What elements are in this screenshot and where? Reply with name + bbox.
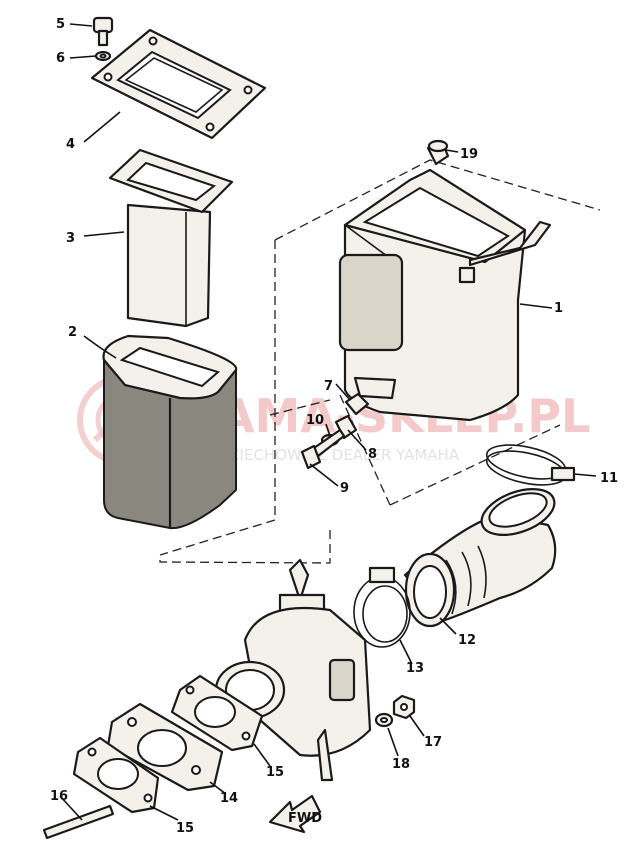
part-18-washer — [374, 712, 394, 728]
callout-6: 6 — [56, 51, 65, 66]
part-12-intake-joint — [403, 488, 557, 628]
leader-lines — [59, 23, 597, 821]
watermark-subtitle: WOJCIECHOWICZ DEALER YAMAHA — [198, 446, 460, 464]
callout-14: 14 — [220, 791, 238, 806]
part-3-air-filter-frame — [108, 148, 234, 328]
part-14-insulator — [106, 702, 224, 792]
callout-5: 5 — [56, 17, 65, 32]
part-7-collar — [344, 392, 370, 416]
callout-11: 11 — [600, 471, 618, 486]
callout-8: 8 — [368, 447, 377, 462]
part-19-grommet — [426, 139, 450, 166]
part-11-hose-clamp — [485, 444, 576, 486]
part-15-gasket-lower — [72, 736, 160, 814]
part-15-gasket-upper — [170, 674, 264, 752]
callout-16: 16 — [50, 789, 68, 804]
callout-17: 17 — [424, 735, 442, 750]
part-6-washer — [94, 50, 112, 62]
callout-15-upper: 15 — [266, 765, 284, 780]
callout-numbers: 1 2 3 4 5 6 7 8 9 10 11 12 13 14 15 15 1… — [50, 17, 618, 836]
fwd-arrow-icon: FWD — [268, 794, 322, 834]
part-17-nut — [392, 694, 416, 720]
callout-13: 13 — [406, 661, 424, 676]
callout-9: 9 — [340, 481, 349, 496]
callout-4: 4 — [66, 137, 75, 152]
callout-7: 7 — [324, 379, 333, 394]
part-5-bolt — [92, 16, 114, 47]
carburetor — [214, 558, 372, 782]
callout-3: 3 — [66, 231, 75, 246]
part-9-bolt — [300, 428, 346, 470]
callout-1: 1 — [554, 301, 563, 316]
part-13-hose-clamp — [353, 566, 411, 648]
callout-2: 2 — [68, 325, 77, 340]
part-16-stud — [42, 804, 115, 840]
part-1-air-box — [338, 168, 552, 422]
callout-18: 18 — [392, 757, 410, 772]
part-4-cover-plate — [90, 28, 267, 140]
callout-12: 12 — [458, 633, 476, 648]
callout-19: 19 — [460, 147, 478, 162]
fwd-label: FWD — [288, 811, 322, 826]
assembly-dashed-lines — [159, 159, 601, 564]
callout-10: 10 — [306, 413, 324, 428]
part-2-foam-element — [102, 334, 238, 530]
callout-15-lower: 15 — [176, 821, 194, 836]
